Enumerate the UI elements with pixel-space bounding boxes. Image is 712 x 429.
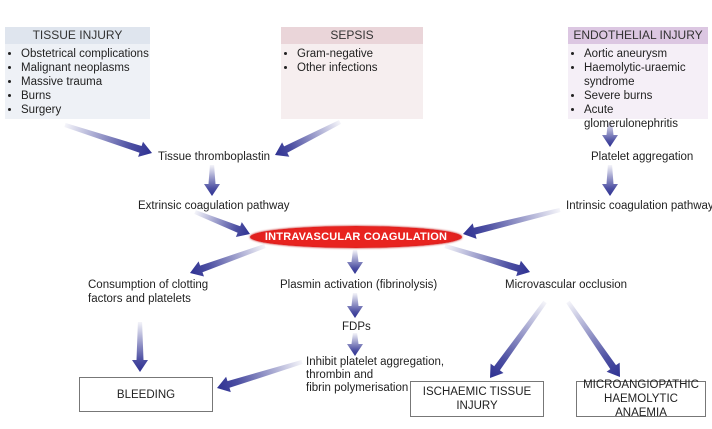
- sepsis-title: SEPSIS: [281, 27, 423, 44]
- mahA-label-line2: HAEMOLYTIC ANAEMIA: [604, 393, 678, 419]
- arrow-ivc-to-microvascular: [444, 244, 530, 277]
- arrow-intrinsic-to-ivc: [463, 208, 561, 239]
- arrow-extrinsic-to-ivc: [194, 210, 250, 237]
- arrow-microvascular-to-mahA: [566, 300, 620, 377]
- arrow-fdps-to-inhibit: [347, 333, 363, 356]
- intravascular-coagulation-node: INTRAVASCULAR COAGULATION: [250, 226, 462, 248]
- arrow-sepsis-to-thromboplastin: [275, 120, 341, 157]
- platelet-aggregation-label: Platelet aggregation: [591, 151, 694, 163]
- inhibit-label-line2: thrombin and: [306, 369, 374, 381]
- ischaemic-label-line2: INJURY: [456, 400, 498, 412]
- list-item: Surgery: [21, 103, 150, 117]
- list-item: Aortic aneurysm: [584, 47, 708, 61]
- sepsis-box: SEPSIS Gram-negative Other infections: [281, 27, 423, 119]
- mahA-label-line1: MICROANGIOPATHIC: [583, 379, 699, 391]
- plasmin-activation-label: Plasmin activation (fibrinolysis): [280, 279, 438, 291]
- list-item: Malignant neoplasms: [21, 61, 150, 75]
- microangiopathic-haemolytic-anaemia-box: MICROANGIOPATHIC HAEMOLYTIC ANAEMIA: [576, 379, 706, 419]
- microvascular-occlusion-label: Microvascular occlusion: [505, 279, 628, 291]
- arrow-endo-to-platelet: [602, 122, 618, 147]
- inhibit-label-line1: Inhibit platelet aggregation,: [306, 356, 445, 368]
- arrow-thromboplastin-to-extrinsic: [204, 165, 220, 196]
- arrow-platelet-to-intrinsic: [602, 165, 618, 196]
- tissue-injury-list: Obstetrical complications Malignant neop…: [5, 47, 150, 117]
- arrow-inhibit-to-bleeding: [217, 360, 303, 393]
- list-item: Burns: [21, 89, 150, 103]
- intrinsic-pathway-label: Intrinsic coagulation pathway: [566, 200, 712, 212]
- list-item: Massive trauma: [21, 75, 150, 89]
- list-item: Gram-negative: [297, 47, 423, 61]
- tissue-injury-box: TISSUE INJURY Obstetrical complications …: [5, 27, 150, 119]
- endothelial-injury-box: ENDOTHELIAL INJURY Aortic aneurysm Haemo…: [568, 27, 708, 130]
- fdps-label: FDPs: [342, 321, 371, 333]
- endothelial-injury-list: Aortic aneurysm Haemolytic-uraemic syndr…: [568, 47, 708, 131]
- arrow-ivc-to-plasmin: [347, 250, 363, 274]
- list-item: Acute glomerulonephritis: [584, 103, 708, 131]
- list-item: Severe burns: [584, 89, 708, 103]
- consumption-label-line1: Consumption of clotting: [88, 279, 209, 291]
- list-item: Obstetrical complications: [21, 47, 150, 61]
- ischaemic-label-line1: ISCHAEMIC TISSUE: [422, 386, 532, 398]
- consumption-label-line2: factors and platelets: [88, 293, 191, 305]
- list-item: Haemolytic-uraemic syndrome: [584, 61, 702, 89]
- endothelial-injury-title: ENDOTHELIAL INJURY: [568, 27, 708, 44]
- inhibit-label-line3: fibrin polymerisation: [306, 382, 409, 394]
- arrow-microvascular-to-ischaemic: [490, 300, 547, 378]
- arrow-consumption-to-bleeding: [132, 322, 148, 372]
- extrinsic-pathway-label: Extrinsic coagulation pathway: [138, 200, 290, 212]
- ischaemic-tissue-injury-box: ISCHAEMIC TISSUE INJURY: [410, 381, 544, 417]
- bleeding-label: BLEEDING: [116, 388, 176, 401]
- arrow-ivc-to-consumption: [190, 244, 266, 277]
- sepsis-list: Gram-negative Other infections: [281, 47, 423, 75]
- arrow-tissue-to-thromboplastin: [64, 123, 152, 157]
- bleeding-box: BLEEDING: [79, 377, 213, 412]
- tissue-thromboplastin-label: Tissue thromboplastin: [158, 151, 271, 163]
- tissue-injury-title: TISSUE INJURY: [5, 27, 150, 44]
- arrow-plasmin-to-fdps: [347, 293, 363, 318]
- list-item: Other infections: [297, 61, 423, 75]
